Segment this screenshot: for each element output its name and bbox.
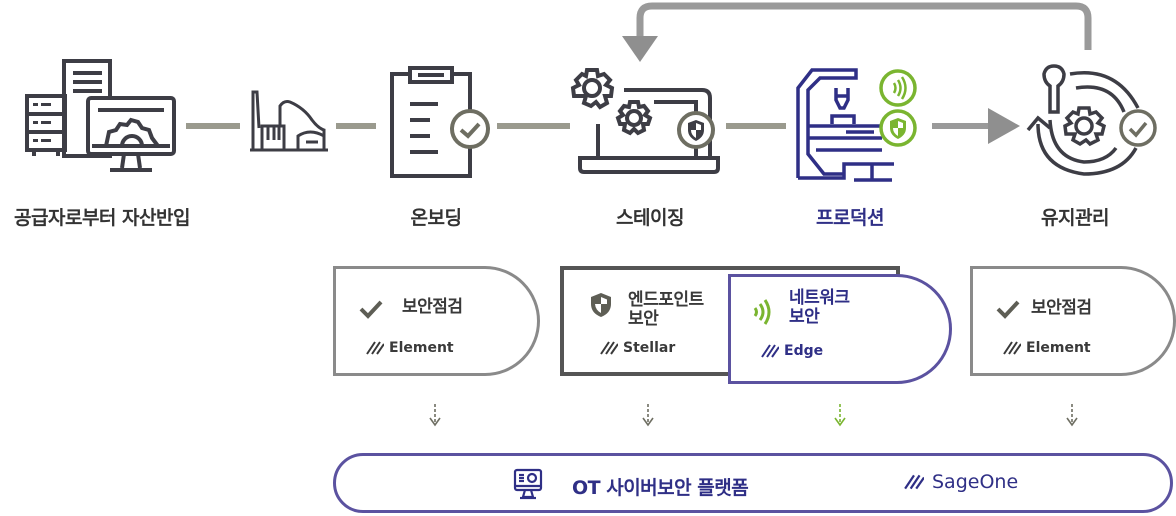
platform-product: SageOne	[904, 471, 1018, 493]
maintenance-cycle-icon	[1026, 64, 1157, 176]
dashed-arrow-2	[642, 404, 654, 427]
card-onboarding-security-check[interactable]: 보안점검 Element	[333, 266, 540, 376]
shield-icon	[591, 293, 611, 317]
monitor-dashboard-icon	[513, 468, 543, 500]
platform-title: OT 사이버보안 플랫폼	[572, 477, 749, 499]
clipboard-check-icon	[390, 66, 490, 178]
hatch-logo-icon	[600, 341, 618, 355]
card-production-network-security[interactable]: 네트워크 보안 Edge	[728, 274, 952, 384]
stage-label-supply: 공급자로부터 자산반입	[14, 207, 190, 229]
stage-label-staging: 스테이징	[616, 207, 684, 229]
dashed-arrow-4	[1066, 404, 1078, 427]
hatch-logo-icon	[366, 341, 384, 355]
production-machine-icon	[796, 68, 917, 182]
dashed-arrow-1	[429, 404, 441, 427]
loop-back-arrowhead	[622, 36, 658, 62]
loop-back-arrow	[636, 2, 1092, 50]
product-label: Element	[1003, 340, 1091, 356]
card-title: 네트워크 보안	[789, 288, 850, 327]
connector-5-arrowhead	[988, 108, 1020, 144]
stage-label-onboarding: 온보딩	[410, 207, 462, 229]
hatch-logo-icon	[761, 344, 779, 358]
stage-label-production: 프로덕션	[816, 207, 884, 229]
product-label: Element	[366, 340, 454, 356]
hatch-logo-icon	[1003, 341, 1021, 355]
product-label: Stellar	[600, 340, 675, 356]
servers-monitor-icon	[25, 59, 176, 172]
wireless-signal-icon	[753, 299, 771, 325]
card-title: 보안점검	[402, 297, 463, 317]
stage-label-maintenance: 유지관리	[1041, 207, 1109, 229]
check-icon	[996, 300, 1020, 319]
factory-icon	[250, 90, 328, 152]
ot-cybersecurity-platform[interactable]: OT 사이버보안 플랫폼 SageOne	[333, 453, 1173, 513]
hatch-logo-icon	[904, 474, 924, 490]
card-maintenance-security-check[interactable]: 보안점검 Element	[970, 266, 1176, 376]
card-title: 보안점검	[1031, 298, 1092, 318]
card-title: 엔드포인트 보안	[628, 290, 704, 329]
product-label: Edge	[761, 343, 823, 359]
laptop-gears-shield-icon	[570, 68, 720, 174]
check-icon	[359, 300, 383, 319]
dashed-arrow-3	[834, 404, 846, 427]
